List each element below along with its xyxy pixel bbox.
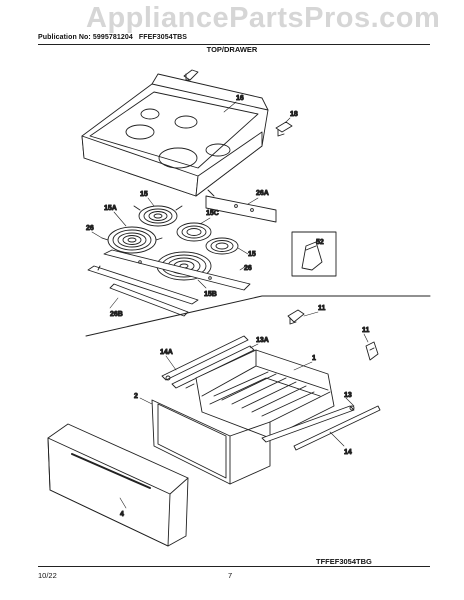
label-11b: 11 <box>362 327 370 334</box>
drawer-body <box>195 349 335 439</box>
label-26a: 26A <box>256 190 269 197</box>
surface-element-15 <box>133 205 183 227</box>
trim-clip <box>183 69 199 81</box>
element-bracket-26 <box>103 249 251 291</box>
footer-date: 10/22 <box>38 571 57 580</box>
drawer-rail-left <box>161 335 255 389</box>
section-separator <box>85 295 431 337</box>
label-52: 52 <box>316 239 324 246</box>
drawer-clip-11b <box>365 341 379 361</box>
publication-line: Publication No: 5995781204 FFEF3054TBS <box>38 34 187 41</box>
section-title: TOP/DRAWER <box>206 45 258 54</box>
drawer-rail-right <box>261 405 381 451</box>
label-26-right: 26 <box>244 265 252 272</box>
drawer-front-frame <box>151 399 271 485</box>
label-15a: 15A <box>104 205 117 212</box>
label-16: 16 <box>236 95 244 102</box>
element-bracket-26a <box>205 189 277 223</box>
label-4: 4 <box>120 511 124 518</box>
label-26b: 26B <box>110 311 123 318</box>
drawer-clip-11a <box>287 309 305 325</box>
hinge-clip <box>275 121 293 137</box>
label-2: 2 <box>134 393 138 400</box>
label-18: 18 <box>290 111 298 118</box>
leader-lines <box>91 101 369 509</box>
diagram-code: TFFEF3054TBG <box>316 557 372 566</box>
label-1: 1 <box>312 355 316 362</box>
label-14: 14 <box>344 449 352 456</box>
label-15c: 15C <box>206 210 219 217</box>
label-11a: 11 <box>318 305 326 312</box>
label-14a: 14A <box>160 349 173 356</box>
model-number: FFEF3054TBS <box>138 34 188 41</box>
surface-element-15-right <box>205 237 239 255</box>
label-26-left: 26 <box>86 225 94 232</box>
publication-number: Publication No: 5995781204 <box>38 34 133 41</box>
cooktop-glass <box>81 73 269 197</box>
surface-element-15a <box>101 226 163 254</box>
element-bracket-26b <box>87 265 199 317</box>
watermark: AppliancePartsPros.com <box>86 2 441 34</box>
surface-element-15c <box>176 222 212 242</box>
label-15-right: 15 <box>248 251 256 258</box>
page-number: 7 <box>228 571 233 580</box>
label-15b: 15B <box>204 291 217 298</box>
drawer-panel <box>47 423 189 547</box>
label-13a: 13A <box>256 337 269 344</box>
label-13: 13 <box>344 392 352 399</box>
switch-52 <box>291 231 337 277</box>
header-rule <box>38 44 430 45</box>
footer-rule <box>38 566 430 567</box>
label-15: 15 <box>140 191 148 198</box>
